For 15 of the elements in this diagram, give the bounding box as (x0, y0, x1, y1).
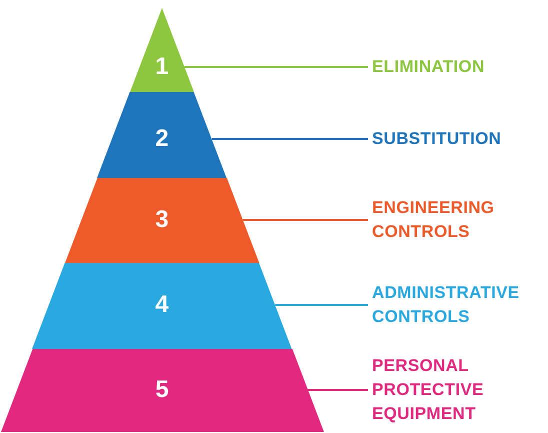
level-number: 3 (155, 206, 169, 234)
level-number: 4 (155, 291, 169, 319)
level-label: SUBSTITUTION (372, 128, 502, 150)
level-label: ENGINEERING CONTROLS (372, 197, 496, 243)
level-number: 5 (155, 376, 169, 404)
leader-line (184, 66, 368, 68)
leader-line (275, 304, 368, 306)
level-number: 1 (155, 53, 169, 81)
level-number: 2 (155, 125, 169, 153)
leader-line (308, 389, 368, 391)
level-label: ELIMINATION (372, 56, 485, 78)
leader-line (212, 138, 368, 140)
level-label: PERSONAL PROTECTIVE EQUIPMENT (372, 355, 485, 425)
level-label: ADMINISTRATIVE CONTROLS (372, 282, 520, 328)
leader-line (242, 219, 368, 221)
